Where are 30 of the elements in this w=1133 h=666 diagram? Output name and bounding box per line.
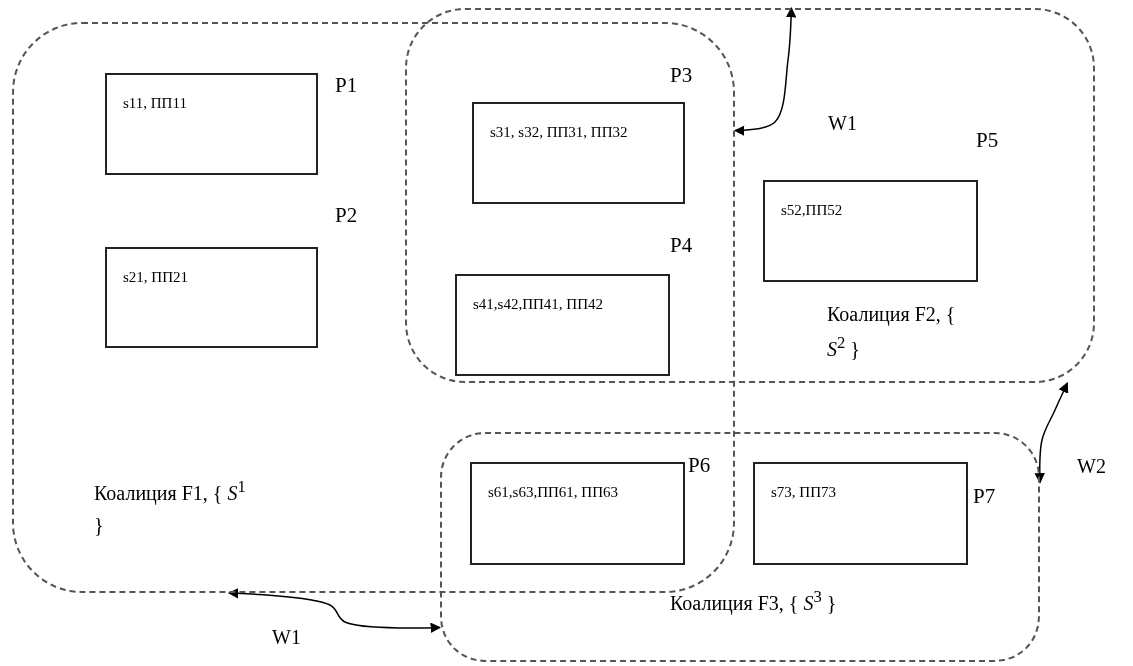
double-arrow	[1034, 382, 1069, 484]
box-text: s21, ПП21	[123, 268, 189, 287]
participant-label: P7	[973, 484, 996, 509]
box-text: s31, s32, ПП31, ПП32	[490, 123, 629, 142]
participant-box	[753, 462, 968, 565]
participant-box	[105, 73, 318, 175]
participant-box	[105, 247, 318, 348]
box-text: s11, ПП11	[123, 94, 188, 113]
box-text: s73, ПП73	[771, 483, 837, 502]
participant-label: P3	[670, 63, 693, 88]
participant-box	[472, 102, 685, 204]
participant-label: P1	[335, 73, 358, 98]
participant-label: P5	[976, 128, 999, 153]
participant-label: P4	[670, 233, 693, 258]
participant-box	[763, 180, 978, 282]
box-text: s61,s63,ПП61, ПП63	[488, 483, 619, 502]
box-text: s52,ПП52	[781, 201, 844, 220]
coalition-region	[12, 22, 735, 593]
participant-box	[470, 462, 685, 565]
coalition-region	[405, 8, 1095, 383]
participant-label: P6	[688, 453, 711, 478]
participant-box	[455, 274, 670, 376]
coalition-label: Коалиция F3, { S$^{3}$ }	[670, 586, 838, 617]
coalition-region	[440, 432, 1040, 662]
box-text: s41,s42,ПП41, ПП42	[473, 295, 604, 314]
double-arrow	[227, 588, 442, 634]
coalition-label: Коалиция F1, { S$^{1}$ }	[94, 476, 247, 538]
coalition-label: Коалиция F2, { S$^{2}$ }	[827, 302, 957, 362]
participant-label: P2	[335, 203, 358, 228]
double-arrow	[733, 6, 797, 136]
